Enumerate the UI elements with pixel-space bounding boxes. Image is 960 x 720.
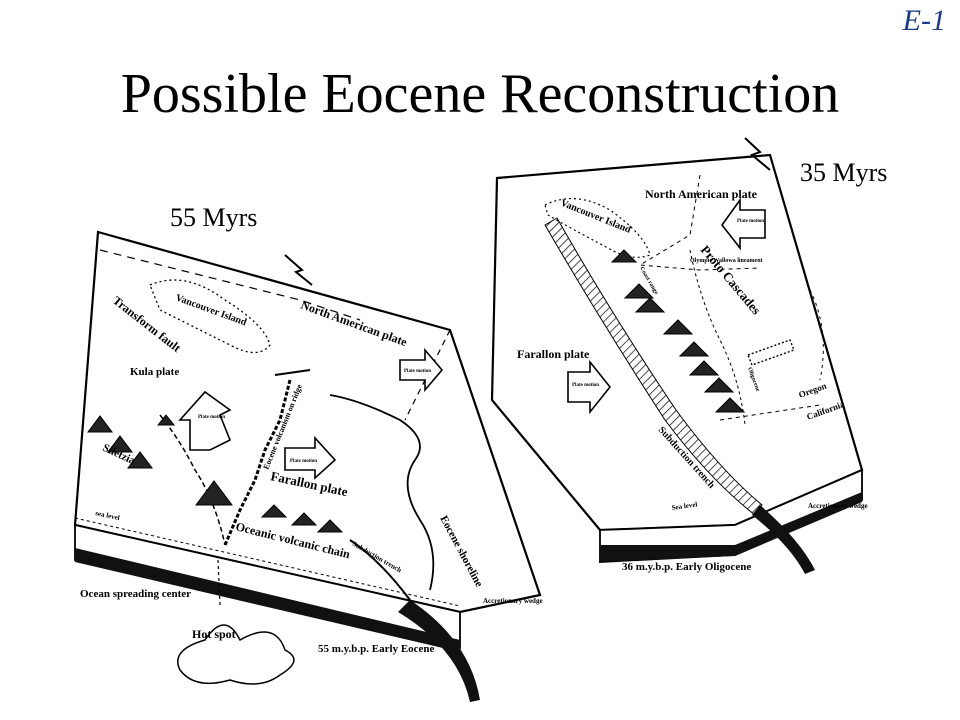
- left-volcano-chain: [87, 414, 344, 533]
- left-ocean-crust: [75, 548, 460, 652]
- left-transform-fault: [159, 414, 226, 546]
- right-label-farallon: Farallon plate: [517, 347, 590, 361]
- right-subducting-slab: [752, 505, 815, 574]
- left-label-plate-motion-3: Plate motion: [404, 369, 431, 374]
- right-label-caption: 36 m.y.b.p. Early Oligocene: [622, 561, 751, 573]
- right-label-plate-motion-2: Plate motion: [572, 383, 599, 388]
- left-subduction-trench: [349, 539, 411, 601]
- left-label-accretionary: Accretionary wedge: [483, 597, 543, 605]
- left-label-hotspot: Hot spot: [192, 627, 236, 641]
- right-oligocene-intrusion: [747, 339, 795, 366]
- left-north-arrow-icon: [284, 254, 313, 286]
- left-vancouver-island: [149, 279, 271, 354]
- left-spreading-ridge: [223, 379, 292, 546]
- slide-id: E-1: [902, 4, 946, 37]
- right-volcanic-arc: [610, 249, 746, 413]
- left-shoreline: [329, 394, 435, 591]
- left-label-kula: Kula plate: [130, 366, 179, 378]
- left-subducting-slab: [398, 600, 480, 702]
- right-label-accretionary: Accretionary wedge: [808, 502, 868, 510]
- right-block-diagram: North American plate Vancouver Island Ol…: [490, 137, 868, 574]
- left-block-top: [73, 230, 542, 614]
- left-plate-motion-arrow-na: [399, 347, 444, 393]
- right-ocean-crust: [600, 492, 862, 562]
- left-label-plate-motion-2: Plate motion: [290, 459, 317, 464]
- right-label-olympic: Olympic Wallowa lineament: [690, 258, 763, 264]
- left-block-diagram: Vancouver Island North American plate Tr…: [73, 230, 543, 702]
- right-label-plate-motion-1: Plate motion: [737, 219, 764, 224]
- left-label-plate-motion-1: Plate motion: [198, 415, 225, 420]
- right-vancouver-island: [544, 197, 651, 258]
- left-caption: 55 m.y.b.p. Early Eocene: [318, 643, 435, 655]
- left-hotspot-plume: [177, 624, 295, 685]
- age-label-left: 55 Myrs: [170, 203, 258, 232]
- age-label-right: 35 Myrs: [800, 158, 888, 187]
- right-north-arrow-icon: [744, 137, 771, 171]
- left-label-spreading: Ocean spreading center: [80, 588, 191, 600]
- right-plate-motion-arrow-farallon: [567, 359, 612, 415]
- right-label-sea-level: Sea level: [671, 500, 698, 512]
- right-label-north-american: North American plate: [645, 187, 758, 201]
- right-plate-motion-arrow-na: [720, 197, 766, 251]
- right-trench-hatch: [544, 217, 763, 516]
- slide-title: Possible Eocene Reconstruction: [120, 63, 840, 125]
- left-plate-motion-arrow-farallon: [284, 435, 337, 480]
- left-plate-motion-arrow-kula: [178, 390, 232, 451]
